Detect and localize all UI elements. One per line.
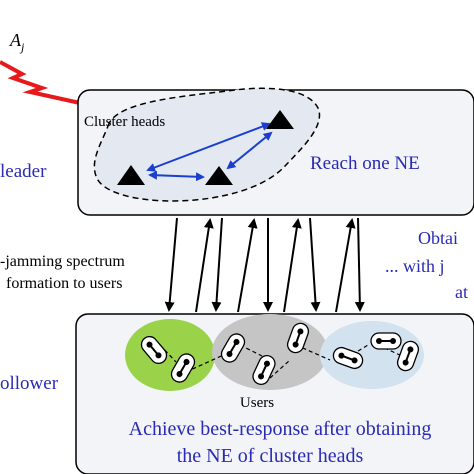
down-arrow bbox=[309, 217, 321, 312]
down-arrow bbox=[211, 217, 223, 312]
cluster-link-arrow bbox=[146, 122, 271, 172]
up-arrow bbox=[335, 218, 356, 313]
user-device-icon bbox=[396, 340, 420, 372]
reach-ne-text: Reach one NE bbox=[310, 153, 420, 174]
triangle-icon bbox=[266, 110, 294, 129]
down-arrow bbox=[164, 217, 178, 312]
down-arrow bbox=[354, 217, 365, 312]
cluster-link-arrow bbox=[148, 170, 205, 182]
obtain-text-line3: at bbox=[455, 282, 468, 302]
triangle-icon bbox=[117, 165, 145, 185]
obtain-text-line2: ... with j bbox=[385, 256, 445, 276]
user-device-icon bbox=[286, 322, 310, 354]
lightning-bolt-icon bbox=[0, 60, 81, 105]
cluster-link-arrow bbox=[226, 131, 273, 170]
cluster-heads-label: Cluster heads bbox=[84, 114, 165, 130]
leader-side-label: leader bbox=[0, 161, 47, 182]
user-device-icon bbox=[370, 332, 402, 350]
users-label: Users bbox=[240, 395, 274, 411]
follower-side-label: ollower bbox=[0, 373, 59, 394]
up-arrow bbox=[195, 218, 214, 313]
up-arrow bbox=[283, 218, 302, 313]
spectrum-info-line1: -jamming spectrum bbox=[0, 253, 125, 270]
follower-caption-line2: the NE of cluster heads bbox=[177, 445, 364, 467]
obtain-text-line1: Obtai bbox=[418, 228, 458, 248]
user-device-icon bbox=[140, 335, 168, 365]
up-arrow bbox=[237, 218, 258, 313]
spectrum-info-line2: formation to users bbox=[6, 275, 122, 292]
user-device-icon bbox=[220, 333, 246, 363]
user-device-icon bbox=[252, 355, 276, 385]
user-links bbox=[159, 344, 403, 379]
user-device-icon bbox=[332, 346, 364, 370]
follower-caption-line1: Achieve best-response after obtaining bbox=[129, 418, 432, 440]
user-device-icon bbox=[170, 353, 196, 383]
attacker-label: Aj bbox=[9, 30, 25, 54]
triangle-icon bbox=[205, 166, 233, 185]
